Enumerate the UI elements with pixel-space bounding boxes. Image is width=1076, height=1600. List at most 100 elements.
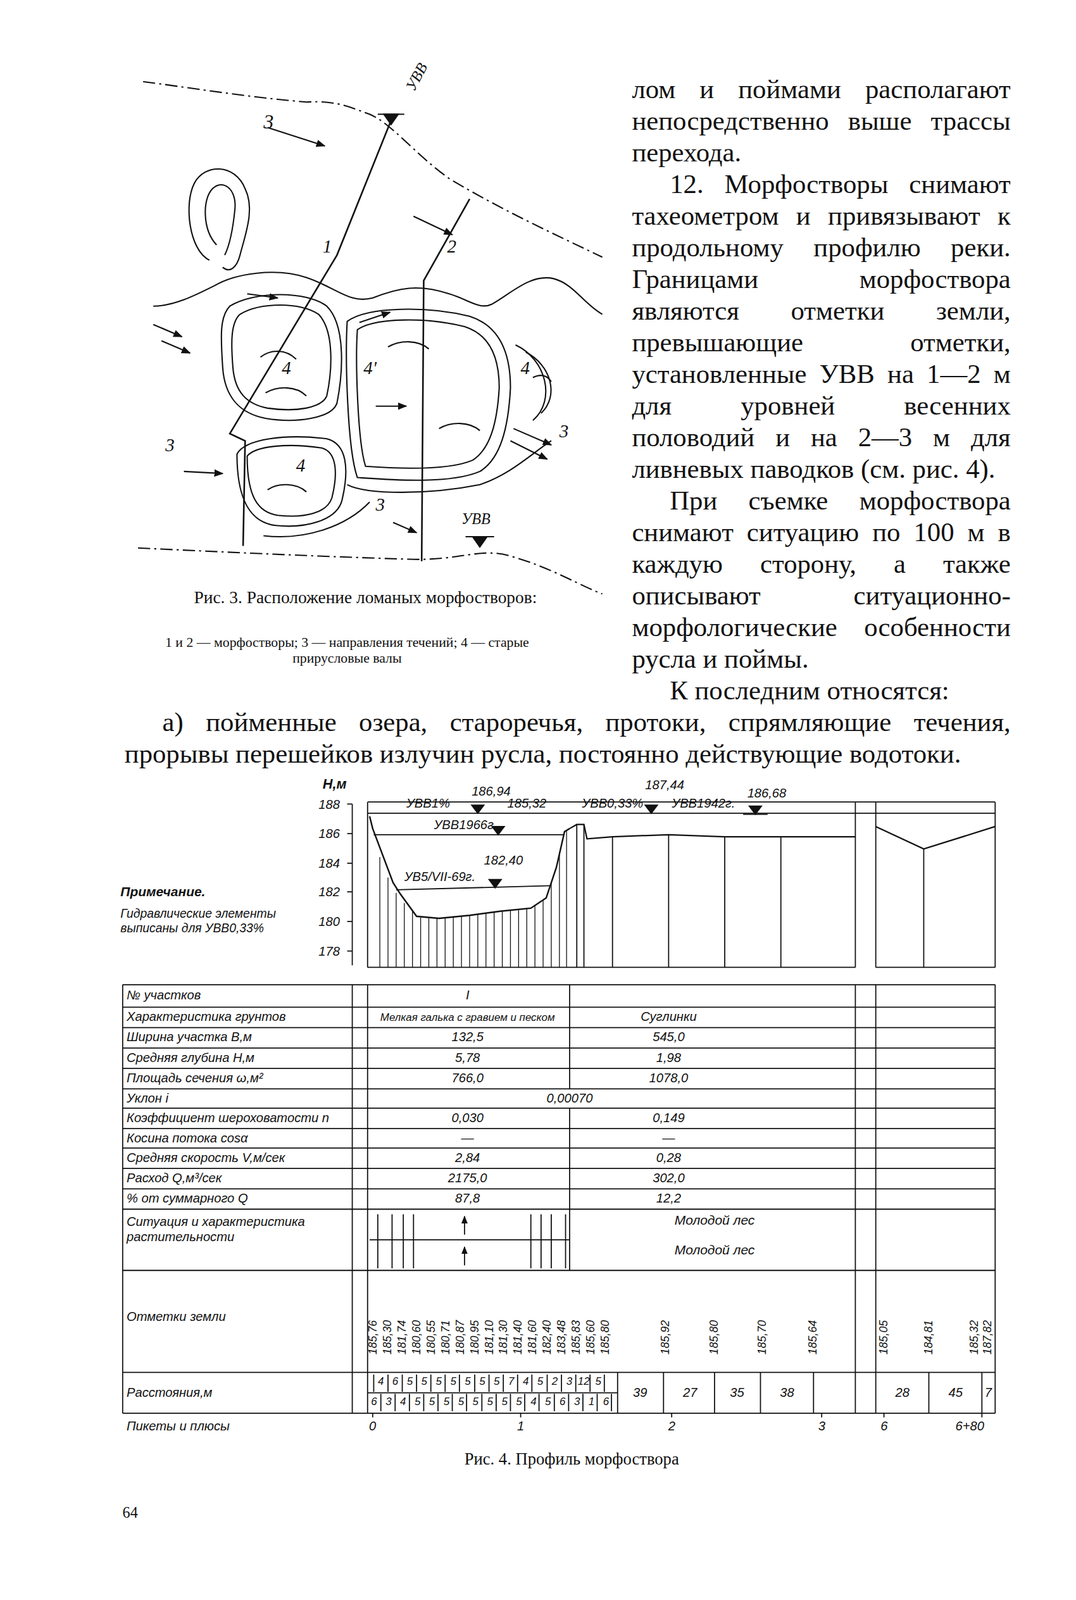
- level-label: УВВ1966г: [433, 817, 494, 833]
- line-art: [347, 803, 353, 951]
- distance-value: 5: [591, 1375, 606, 1388]
- line-art: [161, 340, 190, 353]
- line-art: [373, 834, 564, 836]
- table-cell: 5,78: [369, 1050, 566, 1066]
- elevation-value: 181,30: [498, 1320, 511, 1355]
- distance-value: 4: [396, 1395, 410, 1408]
- distance-value: 1: [584, 1395, 599, 1408]
- distance-value: 2: [548, 1375, 562, 1388]
- line-art: [189, 168, 251, 270]
- level-label: УВВ1942г.: [671, 796, 735, 811]
- line-art: [491, 826, 504, 835]
- line-art: [387, 341, 429, 349]
- line-art: [923, 848, 925, 968]
- line-art: [367, 1392, 618, 1394]
- elevation-value: 185,64: [808, 1320, 820, 1355]
- line-art: [184, 471, 223, 474]
- row-header: Ширина участка B,м: [126, 1029, 252, 1045]
- elevation-value: 181,40: [512, 1320, 525, 1355]
- elevation-value: 180,95: [469, 1320, 482, 1355]
- axis-tick: 188: [318, 797, 340, 813]
- distance-value: 6: [367, 1395, 381, 1408]
- callout-number: 4: [281, 357, 292, 379]
- distance-value: 5: [489, 1375, 504, 1388]
- callout-number: 3: [165, 434, 175, 456]
- line-art: [855, 801, 876, 968]
- line-art: [375, 405, 407, 407]
- level-label: УВ5/VII-69г.: [404, 869, 476, 885]
- callout-number: 4: [296, 455, 306, 476]
- axis-title: H,м: [322, 775, 347, 792]
- row-header: Характеристика грунтов: [126, 1009, 287, 1025]
- table-cell: 2175,0: [369, 1170, 566, 1186]
- line-art: [153, 272, 602, 314]
- elevation-value: 185,80: [600, 1320, 612, 1355]
- table-cell: 545,0: [586, 1029, 751, 1045]
- table-cell: 766,0: [369, 1070, 566, 1086]
- line-art: [373, 1374, 604, 1392]
- distance-value: 5: [454, 1395, 468, 1408]
- distance-value: 5: [425, 1395, 439, 1408]
- distance-value: 35: [724, 1385, 750, 1401]
- callout-number: 4': [363, 357, 377, 379]
- table-cell: I: [369, 988, 566, 1003]
- elevation-value: 185,80: [708, 1320, 721, 1355]
- line-art: [472, 536, 488, 547]
- table-cell: 2,84: [369, 1150, 566, 1166]
- figure-3-map: [137, 81, 603, 594]
- table-cell: —: [586, 1131, 751, 1146]
- distance-value: 6: [388, 1375, 402, 1388]
- paragraph: лом и поймами располагают непосредственн…: [124, 73, 1011, 169]
- note-text: Гидравлические элементы выписаны для УВВ…: [120, 906, 304, 935]
- line-art: [576, 824, 781, 968]
- line-art: [229, 120, 392, 546]
- paragraph: К последним относятся:: [124, 674, 1011, 707]
- distance-value: 3: [381, 1395, 395, 1408]
- row-header: Площадь сечения ω,м²: [126, 1070, 263, 1086]
- table-cell: 302,0: [586, 1170, 751, 1186]
- page-number: 64: [122, 1503, 138, 1522]
- paragraph: а) пойменные озера, староречья, протоки,…: [124, 706, 1011, 770]
- distance-value: 5: [498, 1395, 512, 1408]
- callout-number: 2: [446, 236, 457, 257]
- line-art: [247, 293, 278, 298]
- row-header: Отметки земли: [126, 1309, 226, 1325]
- line-art: [393, 522, 417, 533]
- line-art: [749, 806, 762, 815]
- distance-value: 7: [504, 1375, 518, 1388]
- distance-value: 5: [469, 1395, 483, 1408]
- elevation-value: 185,92: [660, 1320, 672, 1355]
- line-art: [465, 536, 495, 538]
- elevation-value: 183,48: [556, 1320, 568, 1355]
- line-art: [205, 184, 235, 256]
- level-label: 185,32: [507, 796, 547, 811]
- line-art: [379, 830, 567, 968]
- table-cell: 0,030: [369, 1110, 566, 1126]
- figure-4-table: [122, 984, 995, 1418]
- line-art: [247, 445, 336, 517]
- row-header: Косина потока cosα: [126, 1131, 249, 1146]
- table-cell: Молодой лес: [581, 1212, 847, 1228]
- picket-label: 3: [801, 1419, 843, 1434]
- elevation-value: 180,87: [455, 1320, 467, 1355]
- line-art: [875, 826, 996, 849]
- axis-tick: 182: [318, 884, 340, 900]
- table-cell: Молодой лес: [581, 1242, 847, 1258]
- distance-value: 5: [432, 1375, 446, 1388]
- picket-label: 2: [651, 1419, 693, 1434]
- line-art: [153, 324, 182, 337]
- distance-value: 38: [774, 1385, 800, 1401]
- distance-value: 4: [374, 1375, 388, 1388]
- line-art: [267, 484, 307, 492]
- distance-value: 7: [975, 1385, 1001, 1401]
- distance-value: 5: [512, 1395, 526, 1408]
- distance-value: 5: [403, 1375, 417, 1388]
- distance-value: 5: [417, 1375, 432, 1388]
- table-cell: Мелкая галька с гравием и песком: [369, 1011, 566, 1024]
- elevation-value: 185,70: [756, 1320, 769, 1355]
- line-art: [532, 375, 552, 382]
- distance-value: 12: [577, 1375, 591, 1388]
- line-art: [515, 344, 547, 421]
- distance-value: 6: [599, 1395, 613, 1408]
- callout-number: 1: [322, 236, 333, 257]
